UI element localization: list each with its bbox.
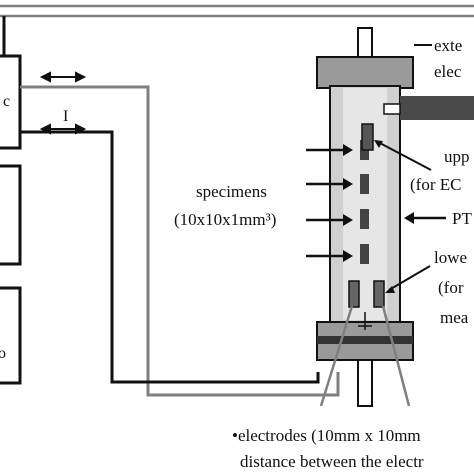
external-electrode-label-line1: exte [434,36,462,55]
instrument-box-bottom [0,286,22,385]
bottom-rod [357,359,373,407]
upper-electrode-pointer-head [374,140,383,148]
electrode-callout-left [319,305,354,407]
top-flange [316,56,414,89]
specimens-label-line1: specimens [196,182,267,201]
lower-electrode-left [348,280,360,308]
specimen [360,174,369,194]
external-electrode-label-line2: elec [434,62,462,81]
electrodes-note-line2: distance between the electr [240,452,424,471]
top-frame-wire [0,4,474,18]
pt-vessel-arrow-head [404,212,414,224]
upper-electrode-label-line1: upp [444,147,470,166]
top-rod [357,27,373,59]
double-arrow-lower [39,123,87,135]
instrument-box-top [0,54,22,150]
pt-vessel-label: PT [452,209,472,228]
lower-electrode-pointer [388,265,431,291]
specimen-arrows [306,144,353,262]
lower-electrode-label-line2: (for [438,278,464,297]
instrument-box-middle [0,164,22,266]
black-wire [20,130,320,384]
electrodes-note-line1: •electrodes (10mm x 10mm [232,426,421,445]
bottom-screw [356,312,374,330]
bottom-flange-band [317,336,413,344]
specimen [360,209,369,229]
specimens-label-line2: (10x10x1mm³) [174,210,276,229]
current-label: I [63,108,68,125]
upper-electrode-label-line2: (for EC [410,175,461,194]
electrode-callout-right [381,305,411,407]
specimen [360,244,369,264]
double-arrow-upper [39,71,87,83]
external-electrode-rod [400,96,474,120]
lower-electrode-pointer-head [385,286,395,293]
lower-electrode-label-line3: mea [440,308,469,327]
lower-electrode-label-line1: lowe [434,248,467,267]
external-electrode-connector [383,103,401,115]
gray-wire [20,85,340,397]
device-bottom-label: o [0,345,6,362]
device-left-label: c [3,93,10,110]
lower-electrode-right [373,280,385,308]
upper-electrode-pointer [375,140,432,171]
upper-electrode [361,123,374,151]
